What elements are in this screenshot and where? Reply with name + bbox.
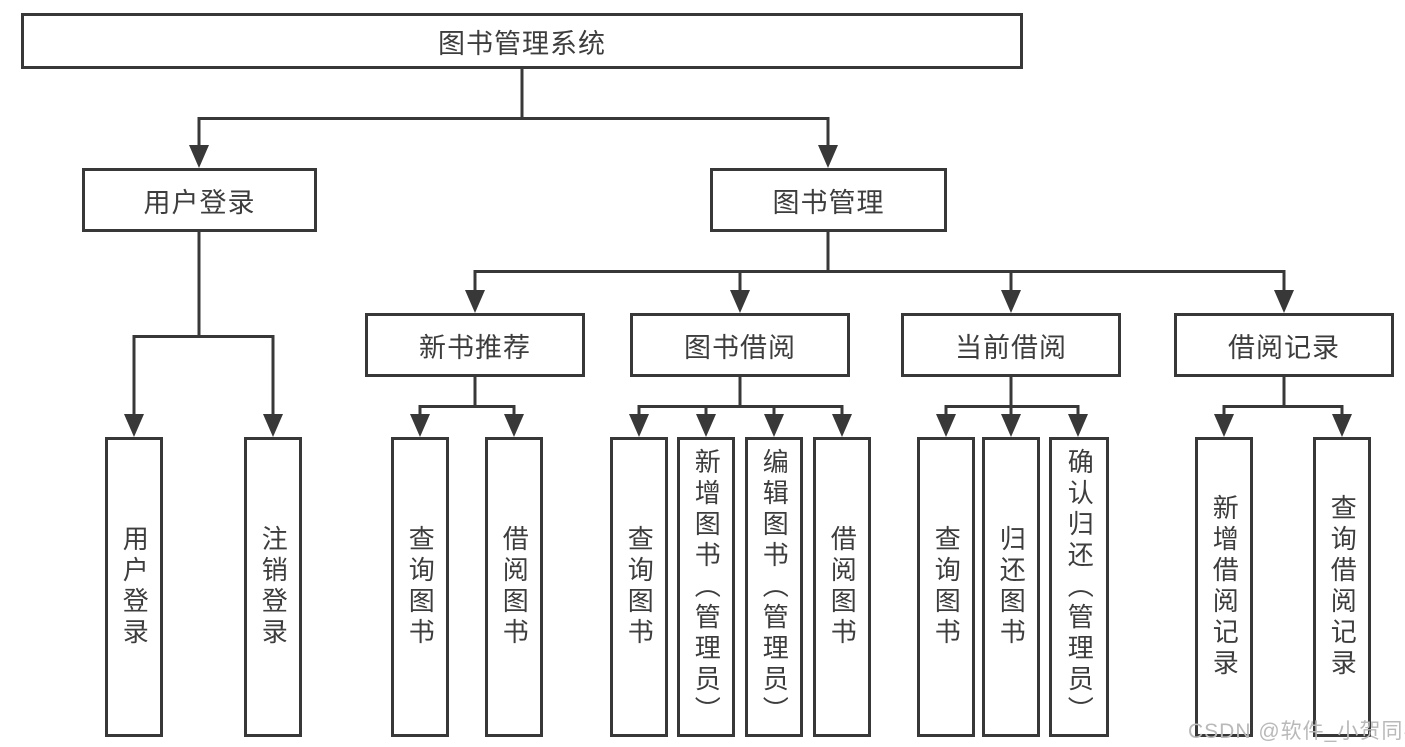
node-current-borrow: 当前借阅: [901, 313, 1121, 377]
node-book-management-label: 图书管理: [772, 187, 885, 218]
leaf-user-login: 用户登录: [105, 437, 163, 737]
leaf-query-books-3: 查询图书: [917, 437, 975, 737]
leaf-user-login-label: 用户登录: [119, 525, 150, 649]
leaf-borrow-books-1: 借阅图书: [485, 437, 543, 737]
connector-user-login: [132, 232, 275, 418]
leaf-query-books-2: 查询图书: [610, 437, 668, 737]
leaf-add-borrow-record: 新增借阅记录: [1195, 437, 1253, 737]
node-current-borrow-label: 当前借阅: [955, 332, 1067, 363]
arrowheads-book-management: [465, 290, 1294, 313]
leaf-return-books-label: 归还图书: [996, 525, 1027, 649]
arrowheads-root: [189, 145, 838, 168]
connector-book-borrow: [637, 377, 844, 418]
leaf-return-books: 归还图书: [982, 437, 1040, 737]
leaf-query-books-2-label: 查询图书: [624, 525, 655, 649]
leaf-query-borrow-record: 查询借阅记录: [1313, 437, 1371, 737]
node-book-borrow-label: 图书借阅: [684, 332, 796, 363]
leaf-confirm-return-admin-label: 确认归还（管理员）: [1064, 447, 1095, 727]
connector-book-management: [473, 232, 1286, 294]
leaf-edit-books-admin-label: 编辑图书（管理员）: [759, 447, 790, 727]
leaf-add-borrow-record-label: 新增借阅记录: [1209, 494, 1240, 680]
node-new-book-recommend-label: 新书推荐: [419, 332, 531, 363]
leaf-query-books-3-label: 查询图书: [931, 525, 962, 649]
node-book-management: 图书管理: [710, 168, 947, 232]
leaf-borrow-books-2-label: 借阅图书: [827, 525, 858, 649]
arrowheads-new-books: [410, 414, 524, 437]
node-user-login: 用户登录: [82, 168, 317, 232]
connector-new-books: [418, 377, 516, 418]
leaf-logout: 注销登录: [244, 437, 302, 737]
leaf-add-books-admin: 新增图书（管理员）: [677, 437, 735, 737]
connector-current-borrow: [944, 377, 1080, 418]
arrowheads-user-login: [124, 414, 283, 437]
node-borrow-records: 借阅记录: [1174, 313, 1394, 377]
node-new-book-recommend: 新书推荐: [365, 313, 585, 377]
leaf-query-books-1-label: 查询图书: [405, 525, 436, 649]
arrowheads-current-borrow: [936, 414, 1088, 437]
node-borrow-records-label: 借阅记录: [1228, 332, 1340, 363]
connector-borrow-records: [1222, 377, 1344, 418]
leaf-add-books-admin-label: 新增图书（管理员）: [691, 447, 722, 727]
leaf-query-books-1: 查询图书: [391, 437, 449, 737]
csdn-watermark: CSDN @软件_小贺同学: [1188, 720, 1405, 743]
node-library-system-label: 图书管理系统: [438, 28, 606, 59]
leaf-borrow-books-2: 借阅图书: [813, 437, 871, 737]
node-book-borrow: 图书借阅: [630, 313, 850, 377]
arrowheads-book-borrow: [629, 414, 852, 437]
leaf-edit-books-admin: 编辑图书（管理员）: [745, 437, 803, 737]
leaf-borrow-books-1-label: 借阅图书: [499, 525, 530, 649]
leaf-query-borrow-record-label: 查询借阅记录: [1327, 494, 1358, 680]
arrowheads-borrow-records: [1214, 414, 1352, 437]
node-library-system: 图书管理系统: [21, 13, 1023, 69]
leaf-logout-label: 注销登录: [258, 525, 289, 649]
connector-root: [197, 68, 830, 148]
node-user-login-label: 用户登录: [143, 187, 256, 218]
leaf-confirm-return-admin: 确认归还（管理员）: [1049, 437, 1109, 737]
